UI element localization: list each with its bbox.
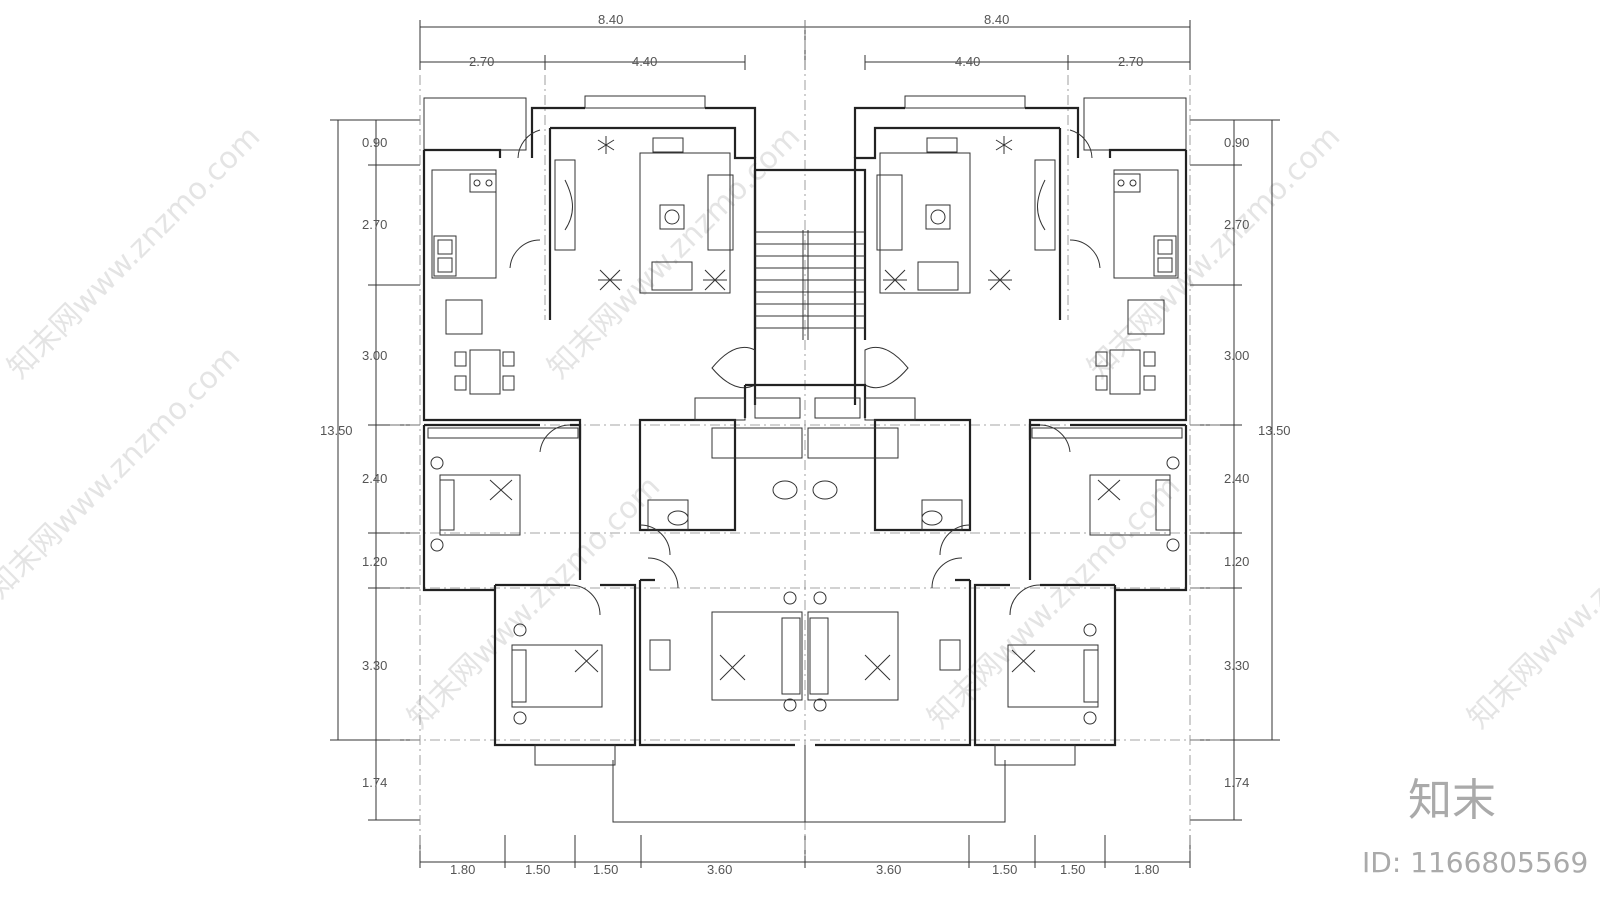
dim-right-3: 3.00 bbox=[1224, 348, 1249, 363]
dim-right-6: 3.30 bbox=[1224, 658, 1249, 673]
dim-bottom-4: 3.60 bbox=[707, 862, 732, 877]
dim-bottom-2: 1.50 bbox=[525, 862, 550, 877]
dim-top-overall-left: 8.40 bbox=[598, 12, 623, 27]
dim-bottom-6: 1.50 bbox=[992, 862, 1017, 877]
dim-bottom-7: 1.50 bbox=[1060, 862, 1085, 877]
stairwell bbox=[612, 168, 1006, 823]
dim-left-7: 1.74 bbox=[362, 775, 387, 790]
dim-top-overall-right: 8.40 bbox=[984, 12, 1009, 27]
dim-bottom-1: 1.80 bbox=[450, 862, 475, 877]
dim-right-1: 0.90 bbox=[1224, 135, 1249, 150]
dim-right-overall: 13.50 bbox=[1258, 423, 1291, 438]
dim-bottom-3: 1.50 bbox=[593, 862, 618, 877]
dim-right-5: 1.20 bbox=[1224, 554, 1249, 569]
watermark-4: 知末网www.znzmo.com bbox=[0, 339, 247, 605]
dim-top-right-1: 4.40 bbox=[955, 54, 980, 69]
brand-logo: 知末 bbox=[1408, 775, 1496, 826]
right-apartment-unit bbox=[807, 95, 1188, 766]
dim-top-left-1: 2.70 bbox=[469, 54, 494, 69]
dim-right-4: 2.40 bbox=[1224, 471, 1249, 486]
dim-top-right-2: 2.70 bbox=[1118, 54, 1143, 69]
watermark-5: 知末网www.znzmo.com bbox=[401, 469, 667, 735]
dim-right-7: 1.74 bbox=[1224, 775, 1249, 790]
dim-left-5: 1.20 bbox=[362, 554, 387, 569]
watermark-7: 知末网www.znzmo.com bbox=[1461, 469, 1600, 735]
dim-left-6: 3.30 bbox=[362, 658, 387, 673]
dim-bottom-8: 1.80 bbox=[1134, 862, 1159, 877]
dim-left-1: 0.90 bbox=[362, 135, 387, 150]
dim-left-overall: 13.50 bbox=[320, 423, 353, 438]
watermark-6: 知末网www.znzmo.com bbox=[921, 469, 1187, 735]
dimension-lines bbox=[330, 20, 1280, 868]
watermark-2: 知末网www.znzmo.com bbox=[541, 119, 807, 385]
dim-left-3: 3.00 bbox=[362, 348, 387, 363]
dim-bottom-5: 3.60 bbox=[876, 862, 901, 877]
dim-left-4: 2.40 bbox=[362, 471, 387, 486]
dimension-labels: 8.40 8.40 2.70 4.40 4.40 2.70 0.90 2.70 … bbox=[320, 12, 1291, 877]
image-id-label: ID: 1166805569 bbox=[1362, 846, 1588, 879]
dim-top-left-2: 4.40 bbox=[632, 54, 657, 69]
dim-right-2: 2.70 bbox=[1224, 217, 1249, 232]
watermark-3: 知末网www.znzmo.com bbox=[1081, 119, 1347, 385]
dim-left-2: 2.70 bbox=[362, 217, 387, 232]
